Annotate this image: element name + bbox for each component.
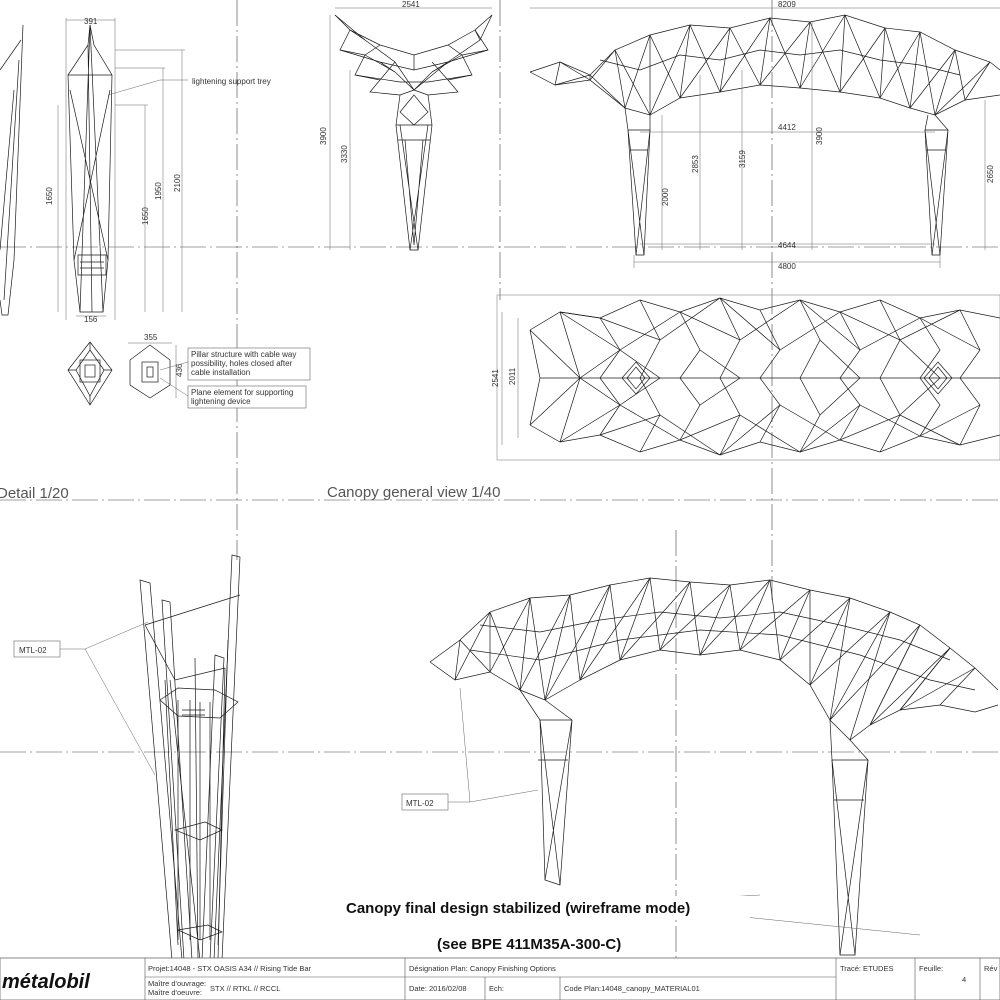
tb-designation: Désignation Plan: Canopy Finishing Optio…	[409, 964, 556, 973]
dim-front-height: 3900	[815, 127, 824, 145]
caption-final-design: Canopy final design stabilized (wirefram…	[346, 900, 690, 917]
dim-front-h2: 3159	[738, 150, 747, 168]
note-pillar-line3: cable installation	[191, 368, 250, 377]
tb-code-plan: Code Plan:14048_canopy_MATERIAL01	[564, 984, 700, 993]
dim-front-h1: 2853	[691, 155, 700, 173]
dim-side-width: 2541	[402, 0, 420, 9]
canopy-side-view: 2541 3900 3330	[319, 0, 493, 251]
dim-height-1: 1650	[45, 187, 54, 205]
pillar-elevation	[67, 24, 113, 313]
dim-side-height-2: 3330	[340, 145, 349, 163]
dim-height-3: 1950	[154, 182, 163, 200]
dim-front-h4: 2650	[986, 165, 995, 183]
tb-projet: Projet:14048 - STX OASIS A34 // Rising T…	[148, 964, 311, 973]
pillar-elevation-partial	[0, 24, 24, 316]
tb-maitre-value: STX // RTKL // RCCL	[210, 984, 280, 993]
tb-feuille-num: 4	[962, 975, 966, 984]
dim-height-4: 2100	[173, 174, 182, 192]
tb-feuille: Feuille:	[919, 964, 943, 973]
tb-revision: Rév	[984, 964, 998, 973]
note-plane-line1: Plane element for supporting	[191, 388, 293, 397]
pillar-section-views: 355 436 Pillar structure with cable way …	[67, 333, 311, 409]
dim-width-base: 156	[84, 315, 98, 324]
dim-front-h3: 2000	[661, 188, 670, 206]
tag-mtl-02-right: MTL-02	[406, 799, 434, 808]
note-plane-line2: lightening device	[191, 397, 251, 406]
callout-lightening-tray: lightening support trey	[192, 77, 271, 86]
dim-front-base: 4644	[778, 241, 796, 250]
tb-maitre-ouvrage-label: Maître d'ouvrage:	[148, 979, 206, 988]
dim-front-width: 8209	[778, 0, 796, 9]
dim-section-depth: 436	[175, 363, 184, 377]
elevation-dimensions: 391 1650 1650 1950 2100 156 lightening s…	[45, 17, 271, 324]
view-label-general: Canopy general view 1/40	[327, 484, 500, 501]
tb-echelle: Ech:	[489, 984, 504, 993]
tag-mtl-02-left: MTL-02	[19, 646, 47, 655]
dim-side-height: 3900	[319, 127, 328, 145]
note-pillar-line1: Pillar structure with cable way	[191, 350, 296, 359]
title-block: métalobil Projet:14048 - STX OASIS A34 /…	[0, 957, 1000, 1000]
canopy-plan-view: 2541 2011	[491, 294, 1000, 461]
tb-maitre-oeuvre-label: Maître d'oeuvre:	[148, 988, 202, 997]
dim-width-top: 391	[84, 17, 98, 26]
tb-trace: Tracé: ETUDES	[840, 964, 893, 973]
tb-date: Date: 2016/02/08	[409, 984, 467, 993]
isometric-canopy: MTL-02	[401, 577, 999, 956]
canopy-front-elevation: 8209 4412 3900 2853 3159 2000 2650 4644 …	[529, 0, 1000, 271]
view-label-detail: Detail 1/20	[0, 485, 69, 502]
dim-plan-width: 2541	[491, 369, 500, 387]
isometric-pillar: MTL-02	[13, 554, 241, 961]
logo-metalobil: métalobil	[2, 971, 90, 993]
caption-see-bpe: (see BPE 411M35A-300-C)	[437, 936, 621, 953]
note-pillar-line2: possibility, holes closed after	[191, 359, 293, 368]
dim-front-span: 4412	[778, 123, 796, 132]
dim-plan-inner: 2011	[508, 367, 517, 385]
dim-section-width: 355	[144, 333, 158, 342]
dim-front-overall: 4800	[778, 262, 796, 271]
dim-height-2: 1650	[141, 207, 150, 225]
